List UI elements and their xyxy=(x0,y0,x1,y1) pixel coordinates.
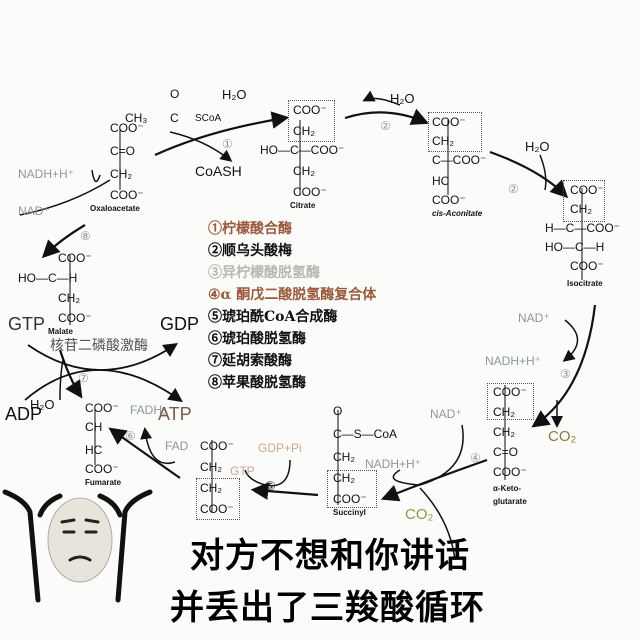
fadh2-label: FADH₂ xyxy=(130,403,167,417)
isocitrate: COO⁻ CH₂ H—C—COO⁻ HO—C—H COO⁻ Isocitrate xyxy=(545,183,620,289)
citrate: COO⁻ CH₂ HO—C—COO⁻ CH₂ COO⁻ Citrate xyxy=(260,103,345,211)
isocitrate-highlight xyxy=(563,180,605,222)
gdp-label: GDP xyxy=(160,314,200,334)
malate: COO⁻ HO—C—H CH₂ COO⁻ Malate xyxy=(18,251,92,337)
akg-highlight xyxy=(487,383,534,420)
coash-label: CoASH xyxy=(195,163,242,179)
step-number: ③ xyxy=(560,367,571,381)
citrate-highlight xyxy=(288,100,335,142)
nadh-label: NADH+H⁺ xyxy=(18,167,75,181)
step-number: ⑥ xyxy=(125,429,136,443)
nadh-label: NADH+H⁺ xyxy=(365,457,422,471)
enzyme-item: ②顺乌头酸梅 xyxy=(208,243,292,259)
fumarate: COO⁻ CH HC COO⁻ Fumarate xyxy=(85,401,122,488)
enzyme-list: ①柠檬酸合酶 ②顺乌头酸梅 ③异柠檬酸脱氢酶 ④α 酮戊二酸脱氢酶复合体 ⑤琥珀… xyxy=(208,218,376,394)
gtp-label: GTP xyxy=(8,314,46,334)
succinate: COO⁻ CH₂ CH₂ COO⁻ xyxy=(200,439,234,516)
step-number: ② xyxy=(508,182,519,196)
step-number: ⑤ xyxy=(265,479,276,493)
arrow-step2b xyxy=(489,150,569,199)
succinyl-highlight xyxy=(327,470,377,508)
caption-line-2: 并丢出了三羧酸循环 xyxy=(170,588,485,628)
enzyme-item: ⑦延胡索酸酶 xyxy=(208,353,292,369)
h2o-label: H₂O xyxy=(30,397,55,412)
atp-label: ATP xyxy=(158,404,192,424)
h2o-label: H₂O xyxy=(525,139,550,154)
enzyme-item: ⑤琥珀酰CoA合成酶 xyxy=(208,309,338,325)
step-number: ⑦ xyxy=(78,371,89,385)
enzyme-item: ⑧苹果酸脱氢酶 xyxy=(208,375,306,391)
adp-label: ADP xyxy=(5,404,43,424)
co2-label: CO₂ xyxy=(548,428,577,445)
nad-label: NAD⁺ xyxy=(18,204,50,218)
ndk-label: 核苷二磷酸激酶 xyxy=(50,338,148,354)
fad-label: FAD xyxy=(165,439,189,453)
arrow-step2a xyxy=(344,108,430,125)
enzyme-item: ⑥琥珀酸脱氢酶 xyxy=(208,331,306,347)
arrow-step7 xyxy=(58,349,83,399)
cis-aconitate: COO⁻ CH₂ C—COO⁻ HC COO⁻ cis-Aconitate xyxy=(432,115,487,219)
enzyme-item: ③异柠檬酸脱氢酶 xyxy=(208,265,320,281)
alpha-ketoglutarate: COO⁻ CH₂ CH₂ C=O COO⁻ α-Keto- glutarate xyxy=(493,385,527,507)
nad-label: NAD⁺ xyxy=(430,407,462,421)
step-number: ① xyxy=(222,137,233,151)
gdp-pi-label: GDP+Pi xyxy=(258,441,302,455)
step-number: ④ xyxy=(470,451,481,465)
nad-label: NAD⁺ xyxy=(518,311,550,325)
succinyl-coa: O C—S—CoA CH₂ CH₂ COO⁻ Succinyl xyxy=(333,404,398,518)
arrow-step1 xyxy=(154,111,290,157)
arrow-step6 xyxy=(108,427,181,479)
enzyme-item: ①柠檬酸合酶 xyxy=(208,221,292,237)
h2o-label: H₂O xyxy=(222,87,247,102)
enzyme-item: ④α 酮戊二酸脱氢酶复合体 xyxy=(208,287,377,303)
arrow-adp-atp xyxy=(24,369,183,403)
arrow-step5 xyxy=(250,482,319,500)
arrow-step8 xyxy=(41,224,86,259)
step-number: ⑧ xyxy=(80,229,91,243)
arrow-step3 xyxy=(531,304,597,428)
succinate-highlight xyxy=(196,478,240,520)
nadh-label: NADH+H⁺ xyxy=(485,354,542,368)
aconitate-highlight xyxy=(428,112,482,152)
caption-line-1: 对方不想和你讲话 xyxy=(190,536,470,576)
oxaloacetate: COO⁻ C=O CH₂ COO⁻ Oxaloacetate xyxy=(90,121,144,214)
gtp-label: GTP xyxy=(230,464,255,478)
step-number: ② xyxy=(380,119,391,133)
h2o-label: H₂O xyxy=(390,91,415,106)
co2-label: CO₂ xyxy=(405,506,434,523)
